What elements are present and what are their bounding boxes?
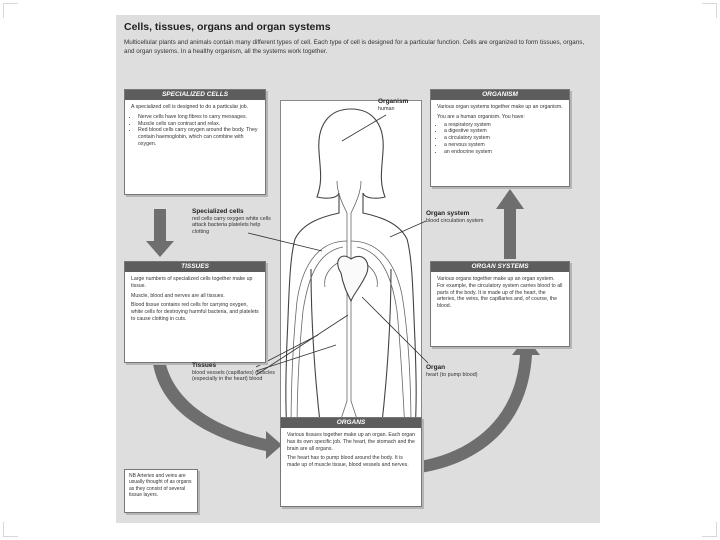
arrow-systems-to-organism — [496, 189, 524, 259]
pointer-organ-system — [389, 220, 427, 238]
list-item: Muscle cells can contract and relax. — [138, 121, 259, 128]
page-intro: Multicellular plants and animals contain… — [124, 39, 585, 55]
label-specialized-title: Specialized cells — [192, 208, 244, 215]
corner-decoration-top-right — [702, 3, 717, 18]
organism-systems-list: a respiratory system a digestive system … — [437, 122, 563, 156]
label-tissues: Tissues blood vessels (capillaries) musc… — [192, 362, 278, 383]
arrow-organs-to-systems — [420, 337, 540, 473]
label-organ-title: Organ — [426, 364, 446, 371]
corner-decoration-bottom-left — [3, 522, 18, 537]
organism-text-2: You are a human organism. You have: — [437, 113, 525, 120]
list-item: an endocrine system — [444, 149, 563, 156]
tissues-text-3: Blood tissue contains red cells for carr… — [131, 302, 259, 322]
list-item: a circulatory system — [444, 135, 563, 142]
label-organism-title: Organism — [378, 98, 409, 105]
textbook-page: Cells, tissues, organs and organ systems… — [116, 15, 600, 523]
organ-systems-text: Various organs together make up an organ… — [437, 276, 563, 310]
specialized-cells-box: SPECIALIZED CELLS A specialized cell is … — [124, 89, 266, 195]
organs-heading: ORGANS — [281, 418, 421, 428]
nb-note: NB Arteries and veins are usually though… — [129, 473, 192, 499]
list-item: Red blood cells carry oxygen around the … — [138, 127, 259, 147]
list-item: a digestive system — [444, 128, 563, 135]
corner-decoration-top-left — [3, 3, 18, 18]
body-outline-drawing — [285, 108, 417, 431]
organs-text-1: Various tissues together make up an orga… — [287, 432, 415, 452]
flow-arrows — [146, 114, 540, 473]
tissues-heading: TISSUES — [125, 262, 265, 272]
pointer-organism — [341, 114, 387, 142]
arrow-tissues-to-organs — [152, 353, 282, 459]
organ-systems-box: ORGAN SYSTEMS Various organs together ma… — [430, 261, 570, 347]
arrow-cells-to-tissues — [146, 209, 174, 257]
list-item: a nervous system — [444, 142, 563, 149]
pointer-specialized — [247, 232, 323, 252]
specialized-cells-list: Nerve cells have long fibres to carry me… — [131, 114, 259, 148]
label-specialized-sub: red cells carry oxygen white cells attac… — [192, 215, 271, 235]
organism-text-1: Various organ systems together make up a… — [437, 104, 563, 110]
specialized-cells-heading: SPECIALIZED CELLS — [125, 90, 265, 100]
label-organ-sub: heart (to pump blood) — [426, 371, 478, 378]
label-organ: Organ heart (to pump blood) — [426, 364, 500, 378]
label-organ-system-title: Organ system — [426, 210, 470, 217]
label-organ-system-sub: blood circulation system — [426, 217, 484, 224]
human-body-figure — [280, 100, 422, 432]
list-item: a respiratory system — [444, 122, 563, 129]
pointer-organ — [361, 296, 429, 364]
tissues-box: TISSUES Large numbers of specialized cel… — [124, 261, 266, 363]
corner-decoration-bottom-right — [702, 522, 717, 537]
tissues-text-1: Large numbers of specialized cells toget… — [131, 276, 253, 289]
label-specialized-cells: Specialized cells red cells carry oxygen… — [192, 208, 276, 235]
organism-box: ORGANISM Various organ systems together … — [430, 89, 570, 187]
list-item: Nerve cells have long fibres to carry me… — [138, 114, 259, 121]
tissues-text-2: Muscle, blood and nerves are all tissues… — [131, 292, 225, 299]
label-tissues-sub: blood vessels (capillaries) muscles (esp… — [192, 369, 275, 383]
heart-shape — [337, 255, 369, 303]
organ-systems-heading: ORGAN SYSTEMS — [431, 262, 569, 272]
organs-text-2: The heart has to pump blood around the b… — [287, 455, 409, 469]
nb-box: NB Arteries and veins are usually though… — [124, 469, 198, 513]
pointer-tissues-3 — [255, 314, 349, 376]
page-title: Cells, tissues, organs and organ systems — [124, 21, 331, 33]
label-organism: Organism human — [378, 98, 428, 112]
label-organ-system: Organ system blood circulation system — [426, 210, 496, 224]
label-tissues-title: Tissues — [192, 362, 217, 369]
organism-heading: ORGANISM — [431, 90, 569, 100]
organs-box: ORGANS Various tissues together make up … — [280, 417, 422, 507]
pointer-tissues-1 — [255, 334, 319, 368]
specialized-cells-intro: A specialized cell is designed to do a p… — [131, 104, 249, 110]
label-organism-sub: human — [378, 105, 395, 112]
